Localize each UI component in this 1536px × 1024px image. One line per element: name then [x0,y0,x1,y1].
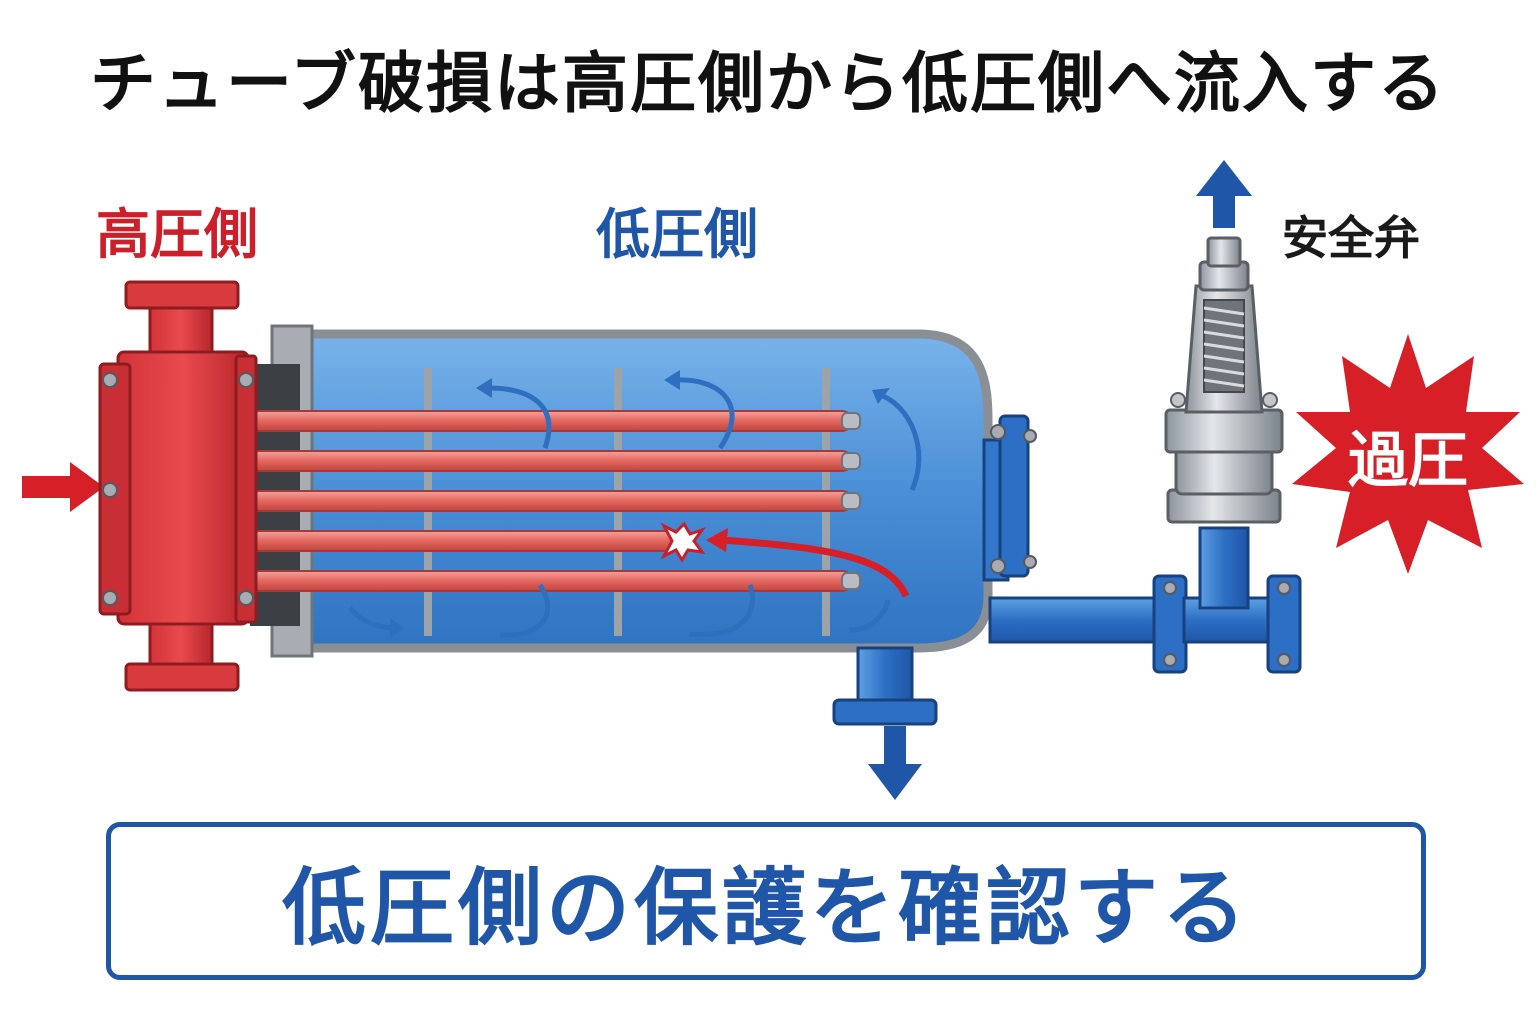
inlet-arrow-icon [22,462,104,512]
channel-head [98,280,258,692]
burst-icon [1292,334,1524,574]
low-pressure-label: 低圧側 [596,203,758,266]
relief-arrow-icon [1196,160,1252,228]
relief-piping [988,526,1302,674]
conclusion-box: 低圧側の保護を確認する [106,822,1426,980]
conclusion-text: 低圧側の保護を確認する [281,858,1250,957]
outlet-arrow-icon [868,726,922,800]
page-title: チューブ破損は高圧側から低圧側へ流入する [89,45,1447,122]
side-nozzle [982,414,1037,582]
high-pressure-label: 高圧側 [96,203,258,266]
shell-outlet-nozzle [832,646,938,726]
safety-valve-label: 安全弁 [1282,211,1420,265]
rupture-icon [660,521,706,563]
safety-valve [1164,236,1284,524]
flow-arrow-icon [348,377,922,638]
overpressure-label: 過圧 [1348,426,1468,496]
leak-flow-arrow-icon [706,528,910,598]
flow-arrowheads [390,370,890,638]
